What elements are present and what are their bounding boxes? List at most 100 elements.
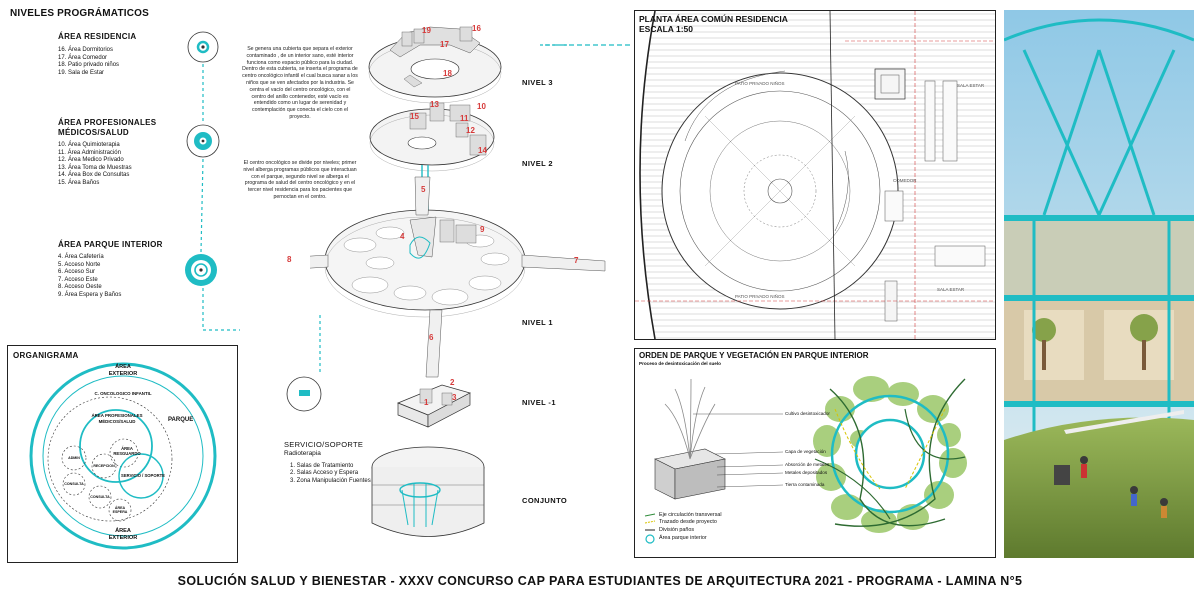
n1-num-4: 4 — [400, 232, 405, 241]
vegetation-drawing — [644, 376, 967, 544]
level-minus-1-label: NIVEL -1 — [522, 398, 556, 407]
list-item: 11. Área Administración — [58, 149, 121, 156]
organigrama-panel: ORGANIGRAMA ÁREA EXTERIOR C. ONCOLOGICO … — [7, 345, 238, 563]
n3-num-18: 18 — [443, 69, 452, 78]
veg-label-metales: Metales depositados — [785, 470, 828, 475]
level-3-model — [368, 26, 502, 104]
n1-num-7: 7 — [574, 256, 579, 265]
level-icons — [185, 31, 240, 331]
level-3-label: NIVEL 3 — [522, 78, 554, 87]
n1-num-8: 8 — [287, 255, 292, 264]
area-residencia: ÁREA RESIDENCIA 16. Área Dormitorios 17.… — [58, 32, 188, 77]
parque-level-icon — [185, 254, 217, 286]
level-1-label: NIVEL 1 — [522, 318, 554, 327]
render-illustration — [1004, 10, 1194, 558]
org-recepcion: RECEPCION — [93, 464, 115, 468]
organigrama-diagram — [29, 362, 217, 550]
plan-label-patio-top: PATIO PRIVADO NIÑOS — [735, 81, 785, 86]
veg-legend-trazado: Trazado desde proyecto — [659, 519, 717, 525]
list-item: 7. Acceso Este — [58, 276, 98, 283]
nm1-num-3: 3 — [452, 393, 457, 402]
list-item: 10. Área Quimioterapia — [58, 142, 120, 148]
area-profesionales-title: ÁREA PROFESIONALES MÉDICOS/SALUD — [58, 118, 157, 137]
organigrama-title: ORGANIGRAMA — [13, 351, 79, 360]
vegetation-subtitle: Proceso de desintoxicación del suelo — [639, 361, 721, 366]
plan-label-comedor: COMEDOR — [893, 178, 917, 183]
veg-label-tierra: Tierra contaminada — [785, 482, 825, 487]
list-item: 8. Acceso Oeste — [58, 284, 102, 290]
org-exterior-top: ÁREA EXTERIOR — [108, 364, 138, 377]
list-item: 16. Área Dormitorios — [58, 47, 114, 53]
list-item: 13. Área Toma de Muestras — [58, 164, 132, 171]
servicio-level-icon — [286, 376, 322, 412]
veg-label-capa: Capa de vegetación — [785, 449, 826, 454]
n2-num-13: 13 — [430, 100, 439, 109]
n2-num-10: 10 — [477, 102, 486, 111]
list-item: 12. Área Medico Privado — [58, 157, 124, 163]
area-servicio-list: 1. Salas de Tratamiento 2. Salas Acceso … — [284, 463, 404, 486]
conjunto-label: CONJUNTO — [522, 496, 568, 505]
list-item: 14. Área Box de Consultas — [58, 172, 130, 178]
n2-num-15: 15 — [410, 112, 419, 121]
org-area-espera: ÁREA ESPERA — [112, 506, 128, 514]
org-consulta-1: CONSULTA — [64, 482, 84, 486]
plan-panel: PLANTA ÁREA COMÚN RESIDENCIA ESCALA 1:50… — [634, 10, 996, 340]
list-item: 19. Sala de Estar — [58, 69, 105, 76]
org-consulta-2: CONSULTA — [90, 495, 110, 499]
vegetation-title: ORDEN DE PARQUE Y VEGETACIÓN EN PARQUE I… — [639, 351, 869, 360]
footer-title: SOLUCIÓN SALUD Y BIENESTAR - XXXV CONCUR… — [177, 574, 1023, 588]
list-item: 17. Área Comedor — [58, 54, 108, 61]
veg-legend-area: Área parque interior — [659, 535, 707, 541]
plan-drawing — [635, 11, 995, 339]
level-1-model — [310, 176, 606, 378]
residencia-level-icon — [187, 31, 219, 63]
axonometric-levels — [310, 26, 630, 537]
list-item: 18. Patio privado niños — [58, 62, 120, 68]
nm1-num-2: 2 — [450, 378, 455, 387]
level-2-model — [369, 102, 495, 172]
area-parque: ÁREA PARQUE INTERIOR 4. Área Cafetería 5… — [58, 240, 178, 299]
description-paragraph-1: Se genera una cubierta que separa el ext… — [242, 46, 358, 120]
veg-legend-eje: Eje circulación transversal — [659, 512, 722, 518]
org-resguardo: ÁREA RESGUARDO — [113, 446, 141, 456]
list-item: 1. Salas de Tratamiento — [290, 462, 354, 469]
veg-label-cultivo: Cultivo desintoxicador — [785, 411, 830, 416]
area-servicio-title: SERVICIO/SOPORTE — [284, 440, 364, 449]
veg-label-absorcion: Absorción de metales — [785, 462, 830, 467]
n3-num-19: 19 — [422, 26, 431, 35]
org-exterior-bottom: ÁREA EXTERIOR — [108, 528, 138, 541]
list-item: 2. Salas Acceso y Espera — [290, 470, 359, 476]
area-profesionales-list: 10. Área Quimioterapia 11. Área Administ… — [58, 142, 178, 187]
list-item: 9. Área Espera y Baños — [58, 291, 122, 298]
list-item: 3. Zona Manipulación Fuentes — [290, 477, 371, 484]
n2-num-14: 14 — [478, 146, 487, 155]
plan-title: PLANTA ÁREA COMÚN RESIDENCIA — [639, 14, 788, 24]
profesionales-level-icon — [186, 124, 220, 158]
org-servicio: SERVICIO / SOPORTE — [121, 473, 165, 478]
org-parque: PARQUE — [168, 417, 194, 423]
area-residencia-list: 16. Área Dormitorios 17. Área Comedor 18… — [58, 47, 188, 77]
level-minus-1-model — [397, 384, 471, 428]
n2-num-12: 12 — [466, 126, 475, 135]
org-oncologico: C. ONCOLOGICO INFANTIL — [94, 391, 152, 396]
level-2-label: NIVEL 2 — [522, 159, 554, 168]
plan-label-patio-bottom: PATIO PRIVADO NIÑOS — [735, 294, 785, 299]
description-paragraph-2: El centro oncológico se divide por nivel… — [243, 160, 357, 200]
area-servicio-subtitle: Radioterapia — [284, 450, 321, 457]
plan-label-sala-top: SALA ESTAR — [957, 83, 985, 88]
page-title: NIVELES PROGRÁMATICOS — [10, 8, 150, 19]
interior-render-image — [1004, 10, 1194, 558]
area-residencia-title: ÁREA RESIDENCIA — [58, 32, 137, 41]
plan-label-sala-bottom: SALA ESTAR — [937, 287, 965, 292]
n1-num-9: 9 — [480, 225, 485, 234]
park-plan — [813, 376, 967, 533]
area-profesionales: ÁREA PROFESIONALES MÉDICOS/SALUD 10. Áre… — [58, 118, 178, 187]
n1-num-6: 6 — [429, 333, 434, 342]
area-servicio: SERVICIO/SOPORTE Radioterapia 1. Salas d… — [284, 440, 404, 485]
vegetation-panel: ORDEN DE PARQUE Y VEGETACIÓN EN PARQUE I… — [634, 348, 996, 558]
plan-scale: ESCALA 1:50 — [639, 24, 694, 34]
list-item: 4. Área Cafetería — [58, 254, 104, 260]
list-item: 5. Acceso Norte — [58, 261, 101, 268]
area-parque-title: ÁREA PARQUE INTERIOR — [58, 240, 163, 249]
org-admin: ADMIN — [68, 456, 80, 460]
